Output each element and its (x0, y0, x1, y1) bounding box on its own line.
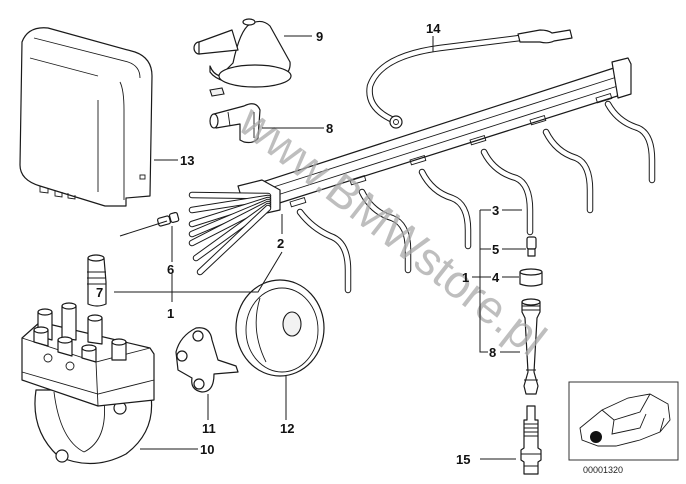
reference-code: 00001320 (583, 465, 623, 475)
part-5-terminal-left[interactable] (157, 211, 180, 227)
part-10-distributor-cap[interactable] (21, 302, 155, 465)
part-11-rotor[interactable] (175, 327, 239, 393)
callout-11[interactable]: 11 (202, 421, 216, 436)
part-12-dust-cover[interactable] (235, 279, 325, 377)
part-7-angled-plug[interactable] (209, 103, 261, 144)
callout-10[interactable]: 10 (200, 442, 214, 457)
part-13-cover[interactable] (19, 27, 153, 207)
callout-1-right[interactable]: 1 (462, 270, 469, 285)
callout-7[interactable]: 8 (326, 121, 333, 136)
part-5-terminal-right[interactable] (526, 236, 537, 257)
callout-5-right[interactable]: 5 (492, 242, 499, 257)
callout-12[interactable]: 12 (280, 421, 294, 436)
part-14-coil-lead[interactable] (366, 29, 573, 129)
callout-1-left[interactable]: 1 (167, 306, 174, 321)
callout-9[interactable]: 9 (316, 29, 323, 44)
callout-2[interactable]: 2 (277, 236, 284, 251)
leader-lines (114, 35, 526, 460)
callout-13[interactable]: 13 (180, 153, 194, 168)
part-9-suppression-cap[interactable] (193, 18, 292, 97)
callout-15[interactable]: 15 (456, 452, 470, 467)
callout-5-left[interactable]: 6 (167, 262, 174, 277)
part-2-lead-harness[interactable] (188, 57, 656, 294)
callout-6[interactable]: 7 (96, 285, 103, 300)
vehicle-locator-inset: 00001320 (568, 381, 679, 475)
location-marker (590, 431, 602, 443)
callout-4[interactable]: 4 (492, 270, 500, 285)
callout-3[interactable]: 3 (492, 203, 499, 218)
car-outline (579, 393, 671, 447)
part-8-spark-plug-connector[interactable] (521, 298, 541, 395)
part-4-sleeve[interactable] (519, 268, 543, 287)
callout-8[interactable]: 8 (489, 345, 496, 360)
part-6-lead-boot[interactable] (87, 254, 107, 307)
part-15-spark-plug[interactable] (520, 405, 542, 475)
inset-frame (568, 381, 679, 461)
callout-14[interactable]: 14 (426, 21, 441, 36)
